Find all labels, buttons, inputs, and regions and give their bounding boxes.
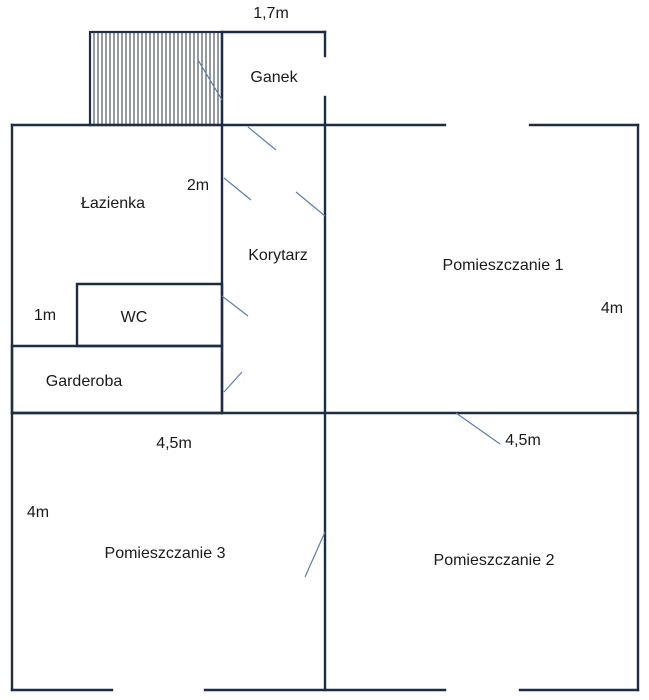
dim-room3-height: 4m xyxy=(27,504,49,521)
door-ganek xyxy=(197,59,223,101)
dim-room1-height: 4m xyxy=(601,300,623,317)
door-corridor-top xyxy=(247,126,277,151)
wall-garderoba xyxy=(10,344,224,415)
dim-wc-width: 1m xyxy=(34,307,56,324)
dim-room2-width: 4,5m xyxy=(505,432,541,449)
walls xyxy=(10,30,640,692)
room-label-pomieszczanie-3: Pomieszczanie 3 xyxy=(105,545,226,562)
dim-ganek-width: 1,7m xyxy=(253,5,289,22)
door-lines xyxy=(197,59,501,578)
stairs-hatch xyxy=(88,30,224,127)
wall-wc xyxy=(75,282,224,348)
room-label-lazienka: Łazienka xyxy=(81,195,145,212)
room-label-ganek: Ganek xyxy=(250,69,298,86)
door-room3 xyxy=(304,531,326,578)
door-garderoba xyxy=(223,371,243,393)
door-room2 xyxy=(455,412,501,445)
door-room1 xyxy=(295,191,326,217)
dim-room3-width: 4,5m xyxy=(156,435,192,452)
room-label-garderoba: Garderoba xyxy=(46,373,123,390)
room-label-korytarz: Korytarz xyxy=(248,247,308,264)
room-label-pomieszczanie-1: Pomieszczanie 1 xyxy=(443,257,564,274)
room-label-pomieszczanie-2: Pomieszczanie 2 xyxy=(434,552,555,569)
door-lazienka xyxy=(223,177,252,201)
room-label-wc: WC xyxy=(121,309,148,326)
door-wc xyxy=(221,295,249,317)
dim-corridor-width: 2m xyxy=(187,177,209,194)
